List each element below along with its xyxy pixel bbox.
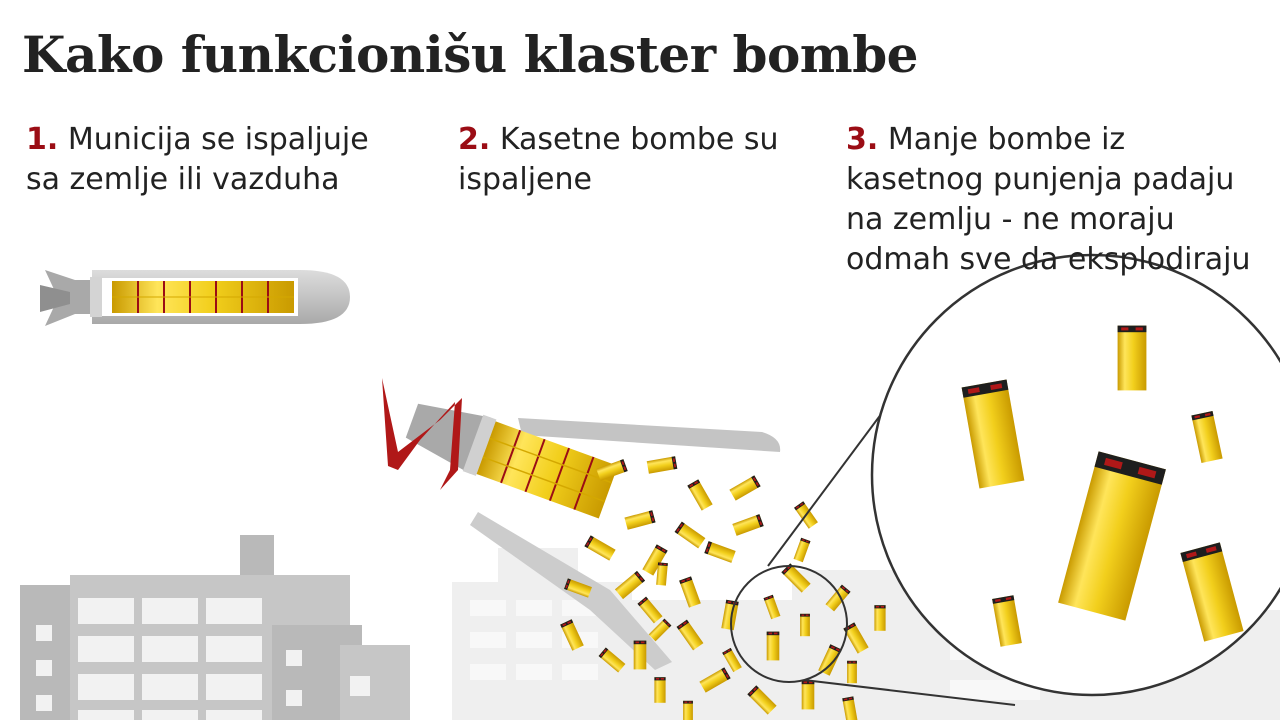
submunition-payload (112, 281, 294, 313)
cluster-bomb-intact (40, 270, 350, 326)
step-2-description: Kasetne bombe su ispaljene (458, 122, 779, 197)
page-title: Kako funkcionišu klaster bombe (22, 25, 919, 84)
magnifier-large-circle (870, 253, 1280, 697)
step-1-text: 1. Municija se ispaljuje sa zemlje ili v… (26, 120, 426, 200)
step-2-text: 2. Kasetne bombe su ispaljene (458, 120, 818, 200)
buildings-foreground (20, 535, 410, 720)
step-2-number: 2. (458, 122, 491, 157)
step-3-text: 3. Manje bombe iz kasetnog punjenja pada… (846, 120, 1276, 280)
magnifier-callout (730, 253, 1280, 706)
step-1-description: Municija se ispaljuje sa zemlje ili vazd… (26, 122, 369, 197)
step-3-number: 3. (846, 122, 879, 157)
step-3-description: Manje bombe iz kasetnog punjenja padaju … (846, 122, 1251, 277)
magnifier-small-circle (730, 565, 848, 683)
step-1-number: 1. (26, 122, 59, 157)
